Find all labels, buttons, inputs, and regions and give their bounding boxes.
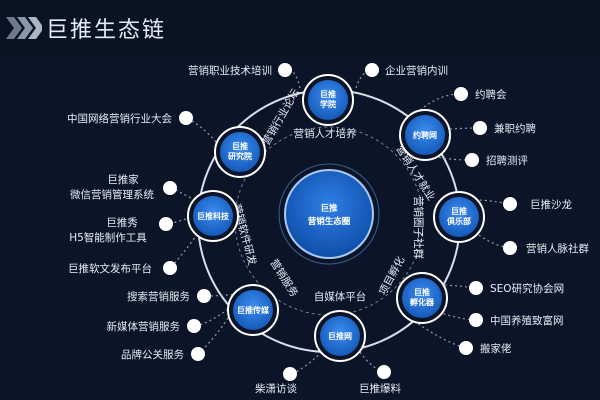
page-title: 巨推生态链 — [46, 18, 167, 43]
node-yuepin[interactable]: 约聘网 — [399, 109, 451, 161]
satellite-label: 巨推家 — [107, 173, 139, 186]
main-nodes: 巨推 学院 约聘网 巨推 俱乐部 巨推 孵化器 巨推网 — [187, 74, 485, 362]
svg-text:巨推: 巨推 — [414, 287, 430, 297]
node-institute[interactable]: 巨推 研究院 — [214, 126, 266, 178]
svg-text:巨推网: 巨推网 — [328, 331, 352, 341]
satellite-label: 巨推秀 — [106, 216, 138, 229]
satellite-label: 搬家佬 — [480, 342, 512, 355]
satellite-label: 营销职业技术培训 — [188, 64, 272, 77]
svg-text:巨推: 巨推 — [320, 89, 336, 99]
satellite-label: 营销人脉社群 — [526, 242, 589, 255]
satellite-label: 搜索营销服务 — [127, 290, 190, 303]
ring-label-talent-training: 营销人才培养 — [294, 127, 357, 140]
node-club[interactable]: 巨推 俱乐部 — [433, 191, 485, 243]
node-tech[interactable]: 巨推科技 — [187, 190, 239, 242]
node-jutui-net[interactable]: 巨推网 — [314, 310, 366, 362]
satellite-label: SEO研究协会网 — [490, 282, 564, 295]
satellite-label: 巨推软文发布平台 — [68, 262, 152, 275]
satellite-label: 约聘会 — [475, 88, 507, 101]
satellite-label: 招聘测评 — [486, 154, 528, 167]
node-incubator[interactable]: 巨推 孵化器 — [396, 272, 448, 324]
satellite-label: 微信营销管理系统 — [70, 188, 154, 201]
svg-text:巨推: 巨推 — [451, 206, 467, 216]
chevron-right-icon — [6, 17, 42, 39]
satellite-label: 企业营销内训 — [385, 64, 448, 77]
svg-text:巨推传媒: 巨推传媒 — [237, 305, 270, 315]
svg-text:研究院: 研究院 — [228, 151, 252, 161]
satellite-label: 巨推爆料 — [359, 382, 401, 395]
satellite-label: 中国网络营销行业大会 — [67, 112, 172, 125]
svg-text:巨推科技: 巨推科技 — [197, 211, 230, 221]
satellite-label: 新媒体营销服务 — [107, 320, 181, 333]
center-line1: 巨推 — [320, 203, 338, 214]
svg-text:巨推: 巨推 — [232, 141, 248, 151]
satellite-label: H5智能制作工具 — [69, 231, 147, 244]
node-academy[interactable]: 巨推 学院 — [302, 74, 354, 126]
center-line2: 营销生态圈 — [308, 216, 351, 227]
ring-label-self-media: 自媒体平台 — [314, 290, 367, 303]
center-node: 巨推 营销生态圈 — [278, 163, 380, 265]
satellite-label: 柴潇访谈 — [255, 382, 297, 395]
svg-text:约聘网: 约聘网 — [413, 130, 437, 140]
svg-text:学院: 学院 — [320, 99, 336, 109]
satellite-labels: 营销职业技术培训 企业营销内训 约聘会 兼职约聘 招聘测评 巨推沙龙 营销人脉社… — [67, 64, 589, 395]
header-bar: 巨推生态链 — [0, 0, 600, 56]
satellite-dots — [159, 63, 517, 381]
ring-label-community: 营销圈子社群 — [412, 196, 425, 259]
svg-text:俱乐部: 俱乐部 — [446, 216, 471, 226]
node-media[interactable]: 巨推传媒 — [227, 284, 279, 336]
satellite-label: 巨推沙龙 — [530, 198, 572, 211]
satellite-label: 品牌公关服务 — [121, 348, 184, 361]
satellite-label: 中国养殖致富网 — [490, 314, 564, 327]
satellite-label: 兼职约聘 — [494, 122, 536, 135]
svg-text:孵化器: 孵化器 — [409, 297, 435, 307]
